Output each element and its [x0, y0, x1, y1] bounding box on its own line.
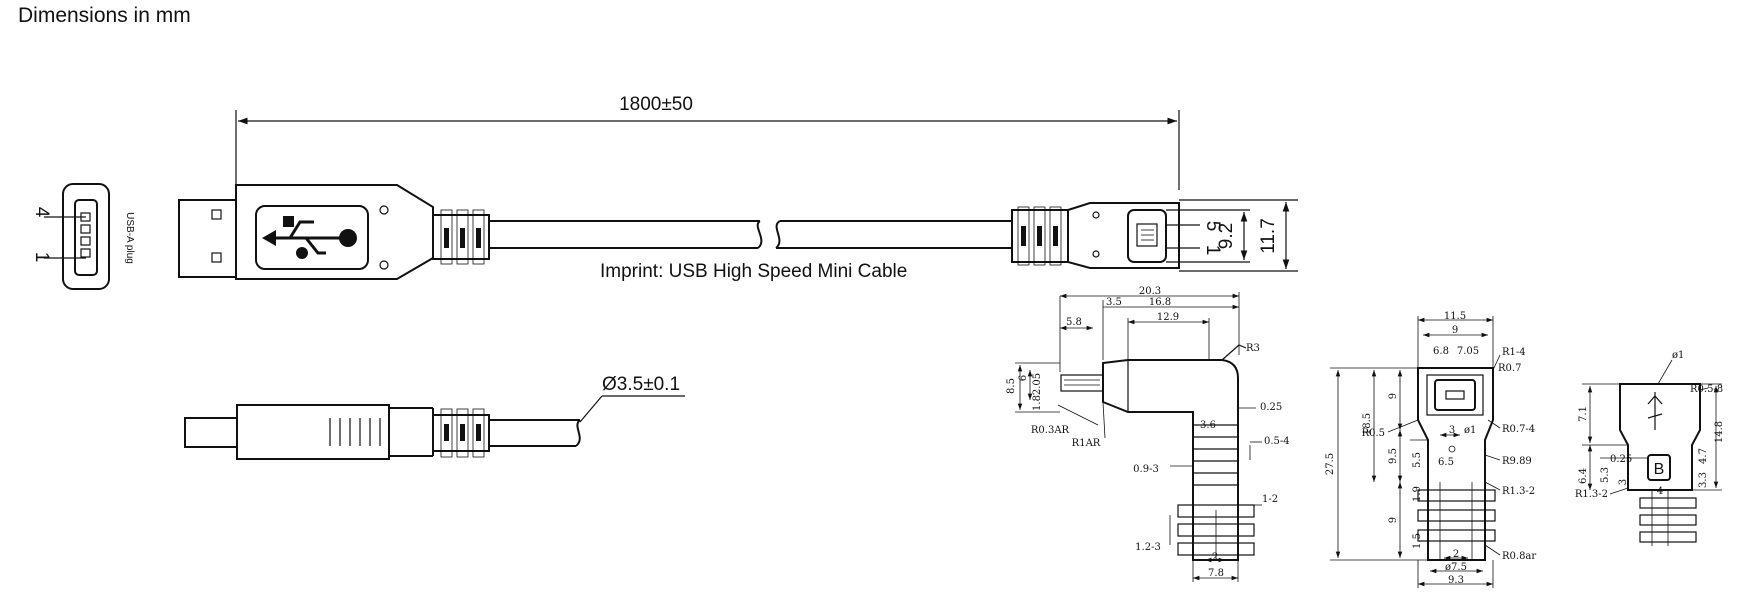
- dim-0-25: 0.25: [1260, 402, 1282, 413]
- dim-6-5: 6.5: [1438, 457, 1454, 468]
- dim-6-4: 6.4: [1578, 468, 1589, 484]
- dim-3-6: 3.6: [1200, 420, 1216, 431]
- pin-b1-label: 1: [1202, 245, 1223, 256]
- dim-r1-3-2: R1.3-2: [1502, 486, 1535, 497]
- dim-5-8: 5.8: [1066, 317, 1082, 328]
- dim-r0-5: R0.5: [1362, 428, 1385, 439]
- page-title: Dimensions in mm: [18, 4, 191, 27]
- dim-0-25-back: 0.25: [1610, 454, 1632, 465]
- dim-3-back: 3: [1618, 479, 1629, 485]
- dim-3-3: 3.3: [1698, 472, 1709, 488]
- dim-r3: R3: [1246, 343, 1260, 354]
- dim-phi1-back: ø1: [1672, 350, 1684, 361]
- dim-18-5: 18.5: [1362, 413, 1373, 435]
- detail-back-view: B ø1 R0.5-8 7.1 14.8 0.25 5.3 6.4 3 4.7 …: [1575, 350, 1725, 546]
- dim-4-7: 4.7: [1698, 448, 1709, 464]
- dim-r0-8ar: R0.8ar: [1502, 551, 1536, 562]
- usb-trident-icon: [262, 216, 357, 259]
- pin-5-label: 5: [1202, 221, 1223, 232]
- dim-1-2-3: 1.2-3: [1135, 542, 1161, 553]
- dim-6-8: 6.8: [1433, 346, 1449, 357]
- pin-1-label: 1: [31, 252, 52, 263]
- dim-r1ar: R1AR: [1072, 438, 1101, 449]
- dim-r1-4: R1-4: [1502, 347, 1526, 358]
- dim-9-top: 9: [1452, 325, 1458, 336]
- dim-27-5: 27.5: [1325, 453, 1336, 475]
- dim-0-5-4: 0.5-4: [1264, 436, 1290, 447]
- dim-r0-7: R0.7: [1498, 363, 1521, 374]
- dim-r9-89: R9.89: [1502, 456, 1532, 467]
- dim-1-5: 1.5: [1412, 533, 1423, 549]
- detail-front-view: 11.5 9 6.8 7.05 R1-4 R0.7 27.5 18.5 9 9.…: [1325, 311, 1536, 588]
- dim-11-5: 11.5: [1444, 311, 1466, 322]
- dim-5-3: 5.3: [1600, 467, 1611, 483]
- diameter-label: Ø3.5±0.1: [602, 374, 680, 395]
- dim-r0-3ar: R0.3AR: [1031, 425, 1070, 436]
- pin-4-label: 4: [31, 207, 52, 218]
- cable-top-view: 1800±50: [178, 94, 1298, 282]
- dim-2-05: 2.05: [1032, 373, 1043, 395]
- dim-7-1: 7.1: [1578, 406, 1589, 422]
- dim-4: 4: [1657, 486, 1663, 497]
- dim-0-9-3: 0.9-3: [1133, 464, 1159, 475]
- usb-a-end-view: 4 1 USB-A plug: [31, 183, 135, 290]
- dim-14-8: 14.8: [1714, 421, 1725, 443]
- cable-side-view: Ø3.5±0.1: [184, 374, 685, 460]
- b-mark: B: [1654, 461, 1665, 478]
- dim-r0-7-4: R0.7-4: [1502, 424, 1535, 435]
- cable-length-label: 1800±50: [619, 94, 693, 115]
- dim-9-lower: 9: [1388, 517, 1399, 523]
- dim-7-05: 7.05: [1457, 346, 1479, 357]
- dim-20-3: 20.3: [1139, 286, 1161, 297]
- height-9-2-label: 9.2: [1216, 223, 1237, 249]
- dim-9-5: 9.5: [1388, 448, 1399, 464]
- dim-9-vertical: 9: [1388, 393, 1399, 399]
- dim-r0-5-8: R0.5-8: [1690, 384, 1723, 395]
- dim-5-5: 5.5: [1412, 452, 1423, 468]
- dim-3-5: 3.5: [1106, 297, 1122, 308]
- dim-2: 2: [1212, 552, 1218, 563]
- dim-1-8: 1.8: [1032, 395, 1043, 411]
- dim-r1-3-2-back: R1.3-2: [1575, 489, 1608, 500]
- imprint-label: Imprint: USB High Speed Mini Cable: [600, 261, 907, 282]
- dim-7-8: 7.8: [1208, 568, 1224, 579]
- height-11-7-label: 11.7: [1258, 218, 1279, 254]
- detail-side-view: 20.3 3.5 16.8 12.9 5.8 R3: [1006, 286, 1290, 582]
- dim-12-9: 12.9: [1157, 312, 1179, 323]
- usb-a-plug-caption: USB-A plug: [124, 212, 135, 264]
- dim-16-8: 16.8: [1149, 297, 1171, 308]
- dim-3: 3: [1449, 425, 1455, 436]
- dim-9-3: 9.3: [1448, 575, 1464, 586]
- dim-phi7-5: ø7.5: [1445, 562, 1467, 573]
- dim-8-5: 8.5: [1006, 378, 1017, 394]
- dim-6: 6: [1018, 375, 1029, 381]
- dim-phi1: ø1: [1464, 425, 1476, 436]
- dim-1-2: 1-2: [1262, 494, 1278, 505]
- dim-2: 2: [1453, 549, 1459, 560]
